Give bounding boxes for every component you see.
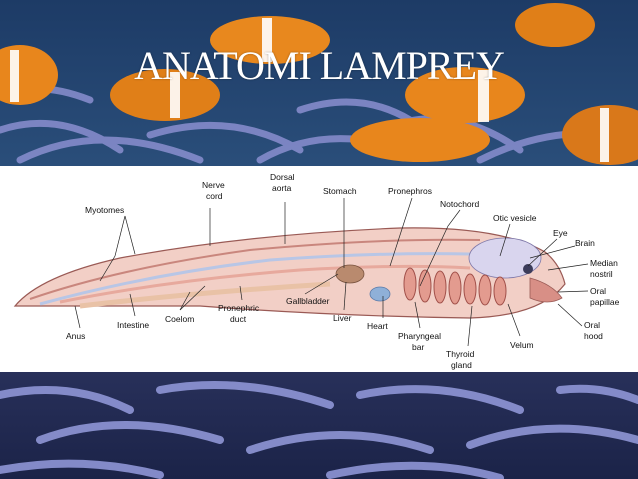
label-median-nostril-2: nostril	[590, 269, 613, 279]
lamprey-anatomy-diagram: Myotomes Nerve cord Dorsal aorta Stomach…	[0, 166, 638, 372]
lamprey-body	[13, 227, 566, 319]
slide-title: ANATOMI LAMPREY	[134, 43, 505, 88]
label-nerve-cord-1: Nerve	[202, 180, 225, 190]
label-gallbladder: Gallbladder	[286, 296, 330, 306]
label-dorsal-aorta-1: Dorsal	[270, 172, 295, 182]
clownfish-icon	[0, 3, 638, 165]
label-heart: Heart	[367, 321, 388, 331]
label-stomach: Stomach	[323, 186, 357, 196]
label-otic-vesicle: Otic vesicle	[493, 213, 537, 223]
label-oral-papillae-2: papillae	[590, 297, 620, 307]
label-pronephros: Pronephros	[388, 186, 432, 196]
label-liver: Liver	[333, 313, 352, 323]
diagram-canvas: Myotomes Nerve cord Dorsal aorta Stomach…	[13, 172, 620, 370]
diagram-labels: Myotomes Nerve cord Dorsal aorta Stomach…	[66, 172, 620, 370]
label-velum: Velum	[510, 340, 534, 350]
label-dorsal-aorta-2: aorta	[272, 183, 292, 193]
label-pharyngeal-bar-2: bar	[412, 342, 424, 352]
label-thyroid-gland-1: Thyroid	[446, 349, 475, 359]
label-myotomes: Myotomes	[85, 205, 124, 215]
label-oral-hood-2: hood	[584, 331, 603, 341]
label-anus: Anus	[66, 331, 85, 341]
label-brain: Brain	[575, 238, 595, 248]
label-coelom: Coelom	[165, 314, 194, 324]
label-oral-papillae-1: Oral	[590, 286, 606, 296]
gill-pouches	[403, 267, 507, 306]
label-pronephric-duct-2: duct	[230, 314, 247, 324]
leader-lines	[74, 197, 589, 347]
label-thyroid-gland-2: gland	[451, 360, 472, 370]
label-oral-hood-1: Oral	[584, 320, 600, 330]
label-nerve-cord-2: cord	[206, 191, 223, 201]
label-pharyngeal-bar-1: Pharyngeal	[398, 331, 441, 341]
label-eye: Eye	[553, 228, 568, 238]
label-pronephric-duct-1: Pronephric	[218, 303, 260, 313]
label-intestine: Intestine	[117, 320, 149, 330]
anemone-tentacles-bottom	[0, 381, 638, 479]
label-notochord: Notochord	[440, 199, 479, 209]
label-median-nostril-1: Median	[590, 258, 618, 268]
